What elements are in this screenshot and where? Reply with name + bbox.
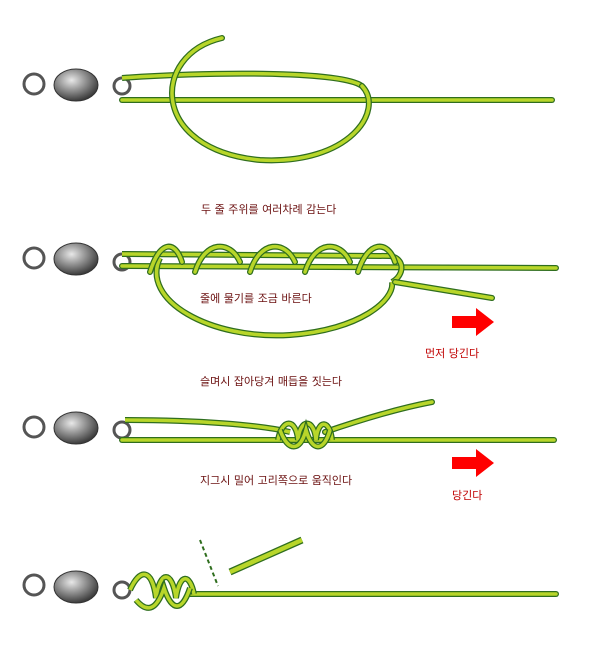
step4-illustration <box>22 536 559 611</box>
step3-illustration <box>22 399 557 477</box>
caption-step3-pull: 당긴다 <box>452 489 483 502</box>
swivel-sinker-icon <box>22 570 132 604</box>
right-arrow-icon <box>452 308 494 336</box>
swivel-sinker-icon <box>22 242 132 276</box>
caption-step2-inner: 줄에 물기를 조금 바른다 <box>200 292 312 305</box>
right-arrow-icon <box>452 449 494 477</box>
caption-step1: 두 줄 주위를 여러차례 감는다 <box>201 203 337 216</box>
knot <box>275 418 335 450</box>
caption-step2-pull: 먼저 당긴다 <box>425 347 480 360</box>
step1-illustration <box>22 35 555 164</box>
swivel-sinker-icon <box>22 68 132 102</box>
step2-illustration <box>22 242 559 339</box>
swivel-sinker-icon <box>22 411 132 445</box>
knot <box>127 571 197 611</box>
caption-step3: 슬며시 잡아당겨 매듭을 짓는다 <box>200 375 343 388</box>
caption-step3-inner: 지그시 밀어 고리쪽으로 움직인다 <box>200 474 353 487</box>
dashed-cut-line <box>199 539 219 587</box>
